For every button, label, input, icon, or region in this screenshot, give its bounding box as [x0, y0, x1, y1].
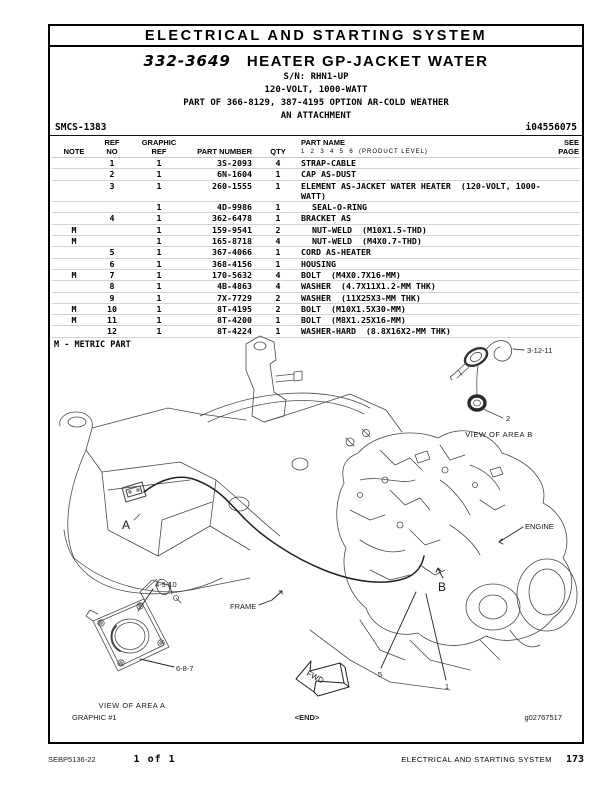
group-part-number: 332-3649	[143, 52, 231, 70]
section-banner: ELECTRICAL AND STARTING SYSTEM	[50, 26, 582, 47]
view-area-b-drawing	[449, 340, 525, 419]
page-title: 332-3649 HEATER GP-JACKET WATER	[50, 52, 582, 70]
engine-leader-line	[498, 526, 524, 545]
callout-6-8-7: 6-8-7	[176, 664, 194, 673]
doc-id: i04556075	[525, 122, 577, 133]
end-marker: <END>	[295, 713, 320, 722]
area-a-letter: A	[122, 518, 130, 532]
title-block: 332-3649 HEATER GP-JACKET WATER S/N: RHN1…	[50, 52, 582, 122]
option-line: PART OF 366-8129, 387-4195 OPTION AR-COL…	[183, 98, 449, 108]
callout-1: 1	[445, 682, 449, 691]
callout-2: 2	[506, 414, 510, 423]
heater-cord-line	[143, 476, 425, 583]
frame-leader-line	[258, 590, 283, 606]
col-header-qty: QTY	[258, 138, 298, 158]
view-area-a-caption: VIEW OF AREA A	[98, 701, 165, 710]
leader-1	[425, 593, 447, 681]
area-b-letter: B	[438, 580, 446, 594]
callout-4-9-10: 4-9-10	[155, 580, 177, 589]
engine-drawing	[309, 428, 578, 691]
smcs-code: SMCS-1383	[55, 122, 107, 133]
leader-5	[380, 591, 417, 669]
fwd-arrow: FWD	[295, 660, 350, 697]
parts-diagram: 3-12-11 2 VIEW OF AREA B ENGINE FRAME A …	[59, 335, 578, 722]
metric-footnote: M - METRIC PART	[54, 339, 131, 350]
seal-o-ring-shape	[467, 394, 487, 412]
area-b-arrow	[435, 567, 444, 579]
group-title: HEATER GP-JACKET WATER	[246, 53, 489, 70]
footer-page-number: 173	[565, 754, 584, 765]
attachment-line: AN ATTACHMENT	[280, 111, 352, 121]
frame-drawing	[59, 335, 403, 595]
frame-label: FRAME	[230, 602, 256, 611]
footer-doc-code: SEBP5136-22	[48, 755, 96, 764]
callout-3-12-11: 3-12-11	[527, 346, 552, 355]
page-border-frame: ELECTRICAL AND STARTING SYSTEM 332-3649 H…	[48, 24, 584, 744]
view-area-a-drawing	[85, 578, 182, 672]
footer-section: ELECTRICAL AND STARTING SYSTEM	[401, 755, 552, 764]
page-footer: SEBP5136-22 1 of 1 ELECTRICAL AND STARTI…	[48, 754, 584, 765]
view-area-b-caption: VIEW OF AREA B	[465, 430, 532, 439]
col-header-part-number: PART NUMBER	[190, 138, 258, 158]
smcs-bar: SMCS-1383 i04556075	[50, 122, 582, 136]
col-header-note: NOTE	[52, 138, 96, 158]
spec-line: 120-VOLT, 1000-WATT	[264, 85, 368, 95]
footer-page-info: 1 of 1	[133, 754, 176, 765]
graphic-id: g02767517	[524, 713, 562, 722]
engine-label: ENGINE	[525, 522, 554, 531]
graphic-number-label: GRAPHIC #1	[72, 713, 117, 722]
callout-5: 5	[378, 670, 382, 679]
serial-number-line: S/N: RHN1-UP	[283, 72, 349, 82]
product-level-scale: 1 2 3 4 5 6 (PRODUCT LEVEL)	[301, 148, 428, 155]
